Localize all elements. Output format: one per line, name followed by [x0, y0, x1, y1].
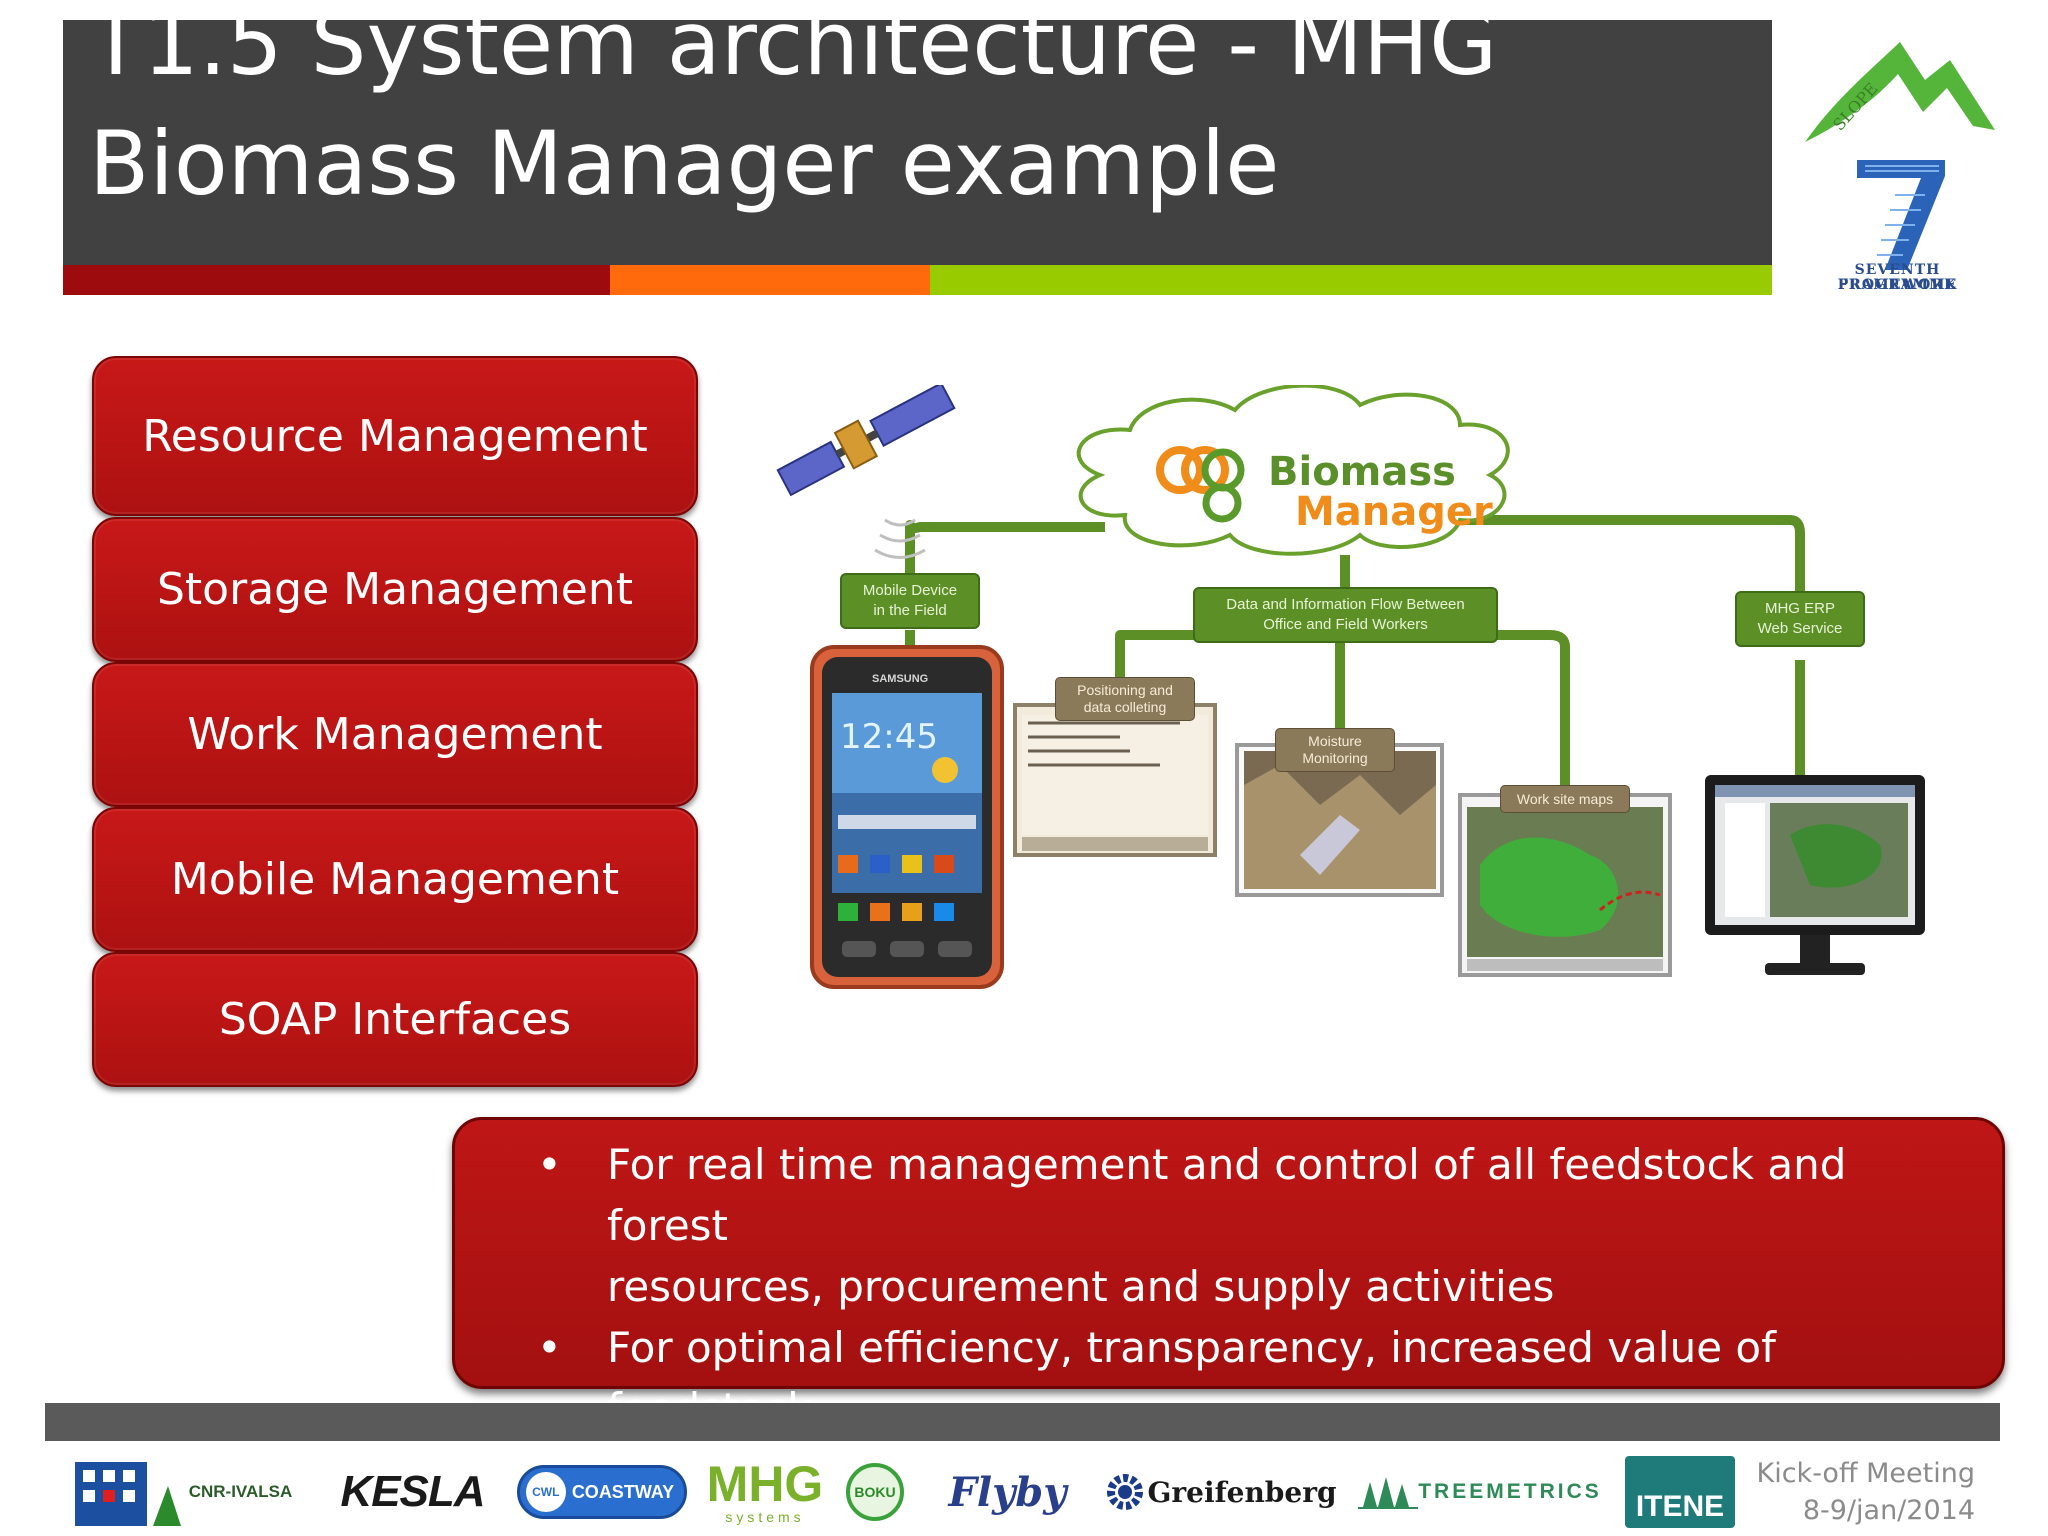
partner-name: BOKU	[846, 1463, 904, 1521]
phone-clock: 12:45	[840, 717, 938, 757]
satellite-icon	[776, 385, 956, 497]
coastway-badge-icon: CWL	[525, 1472, 566, 1512]
partner-greifenberg: Greifenberg	[1100, 1452, 1340, 1532]
label-mhg-erp: MHG ERP Web Service	[1735, 591, 1865, 647]
module-label: Resource Management	[142, 410, 648, 462]
fp7-logo	[1857, 160, 1945, 270]
footer-bar	[45, 1403, 2000, 1441]
label-work-site-maps: Work site maps	[1500, 785, 1630, 813]
slide-title-line-2: Biomass Manager example	[89, 112, 1280, 215]
benefits-list: For real time management and control of …	[515, 1134, 1962, 1500]
partner-name: ITENE	[1635, 1490, 1725, 1523]
label-positioning-line-2: data colleting	[1083, 699, 1167, 715]
title-banner: T1.5 System architecture - MHG Biomass M…	[63, 20, 1772, 265]
label-mhg-erp-line-2: Web Service	[1757, 620, 1843, 637]
benefit-line: resources, procurement and supply activi…	[607, 1262, 1555, 1311]
slide-title: T1.5 System architecture - MHG Biomass M…	[89, 20, 1769, 224]
module-work-management: Work Management	[92, 662, 698, 807]
fp7-caption-2: PROGRAMME	[1837, 277, 1958, 293]
module-storage-management: Storage Management	[92, 517, 698, 662]
label-mobile-device-line-2: in the Field	[873, 602, 947, 619]
partner-coastway: CWL COASTWAY	[512, 1452, 692, 1532]
meeting-date: 8-9/jan/2014	[1802, 1495, 1975, 1526]
partner-logos: CNR-IVALSA KESLA CWL COASTWAY MHG system…	[50, 1452, 1735, 1532]
label-mhg-erp-line-1: MHG ERP	[1764, 600, 1835, 617]
partner-name: TREEMETRICS	[1418, 1480, 1602, 1503]
partner-mhg: MHG systems	[700, 1452, 830, 1532]
label-positioning-line-1: Positioning and	[1077, 682, 1173, 698]
diagram-graphics	[776, 385, 1925, 989]
partner-cnr-ivalsa: CNR-IVALSA	[50, 1452, 315, 1532]
label-moisture: Moisture Monitoring	[1275, 728, 1395, 772]
meeting-info: Kick-off Meeting 8-9/jan/2014	[1700, 1455, 1976, 1529]
partner-name: MHG	[706, 1456, 824, 1512]
mobile-phone-image	[810, 645, 1004, 989]
benefit-line: For real time management and control of …	[607, 1140, 1847, 1250]
accent-stripe-red	[63, 265, 610, 295]
meeting-title: Kick-off Meeting	[1756, 1458, 1976, 1489]
partner-subname: systems	[725, 1509, 805, 1525]
accent-stripe-green	[930, 265, 1772, 295]
benefits-box: For real time management and control of …	[452, 1117, 2005, 1494]
partner-name: CNR-IVALSA	[188, 1482, 293, 1501]
partner-name: Flyby	[948, 1468, 1067, 1516]
module-label: SOAP Interfaces	[218, 994, 572, 1045]
label-data-flow-line-2: Office and Field Workers	[1263, 616, 1428, 633]
label-moisture-line-1: Moisture	[1308, 733, 1362, 749]
biomass-manager-logo	[1156, 446, 1245, 523]
partner-name: Greifenberg	[1147, 1475, 1337, 1509]
module-label: Work Management	[187, 709, 603, 760]
partner-itene: ITENE	[1620, 1452, 1740, 1532]
module-label: Mobile Management	[170, 854, 620, 905]
cloud-shape	[1076, 385, 1510, 556]
partner-flyby: Flyby	[920, 1452, 1095, 1532]
project-logos: SLOPE SEVENTH FRAMEWORK PROGRAMME	[1795, 30, 2000, 300]
slide-title-line-1: T1.5 System architecture - MHG	[89, 20, 1498, 95]
module-soap-interfaces: SOAP Interfaces	[92, 952, 698, 1087]
itene-badge: ITENE	[1625, 1456, 1735, 1528]
label-positioning: Positioning and data colleting	[1055, 677, 1195, 721]
benefit-item: For optimal efficiency, transparency, in…	[515, 1317, 1962, 1500]
benefit-item: For real time management and control of …	[515, 1134, 1962, 1317]
architecture-diagram: Biomass Manager Mobile Device in the Fie…	[760, 385, 1930, 995]
label-work-site-maps-text: Work site maps	[1516, 790, 1614, 807]
label-mobile-device-line-1: Mobile Device	[862, 582, 958, 599]
moisture-monitoring-image	[1235, 743, 1444, 897]
gear-icon	[1107, 1474, 1144, 1510]
accent-stripe-orange	[610, 265, 930, 295]
cnr-ivalsa-icon	[74, 1462, 181, 1526]
label-mobile-device: Mobile Device in the Field	[840, 573, 980, 629]
partner-treemetrics: TREEMETRICS	[1345, 1452, 1615, 1532]
module-resource-management: Resource Management	[92, 356, 698, 516]
module-mobile-management: Mobile Management	[92, 807, 698, 952]
label-moisture-line-2: Monitoring	[1302, 750, 1368, 766]
partner-boku: BOKU	[840, 1452, 910, 1532]
partner-kesla: KESLA	[325, 1452, 500, 1532]
work-site-map-image	[1458, 793, 1672, 977]
partner-name: KESLA	[340, 1467, 485, 1516]
fp7-caption-1: SEVENTH FRAMEWORK	[1837, 262, 1958, 293]
signal-waves	[874, 518, 926, 559]
tree-icon	[1358, 1477, 1419, 1509]
cloud-title-biomass: Biomass	[1268, 449, 1456, 495]
coastway-badge: CWL COASTWAY	[516, 1465, 688, 1519]
label-data-flow-line-1: Data and Information Flow Between	[1226, 596, 1465, 613]
cloud-title-manager: Manager	[1295, 489, 1493, 535]
positioning-screen-image	[1013, 703, 1217, 857]
phone-brand: SAMSUNG	[872, 673, 929, 685]
module-label: Storage Management	[157, 564, 633, 615]
partner-name: COASTWAY	[571, 1481, 675, 1502]
desktop-monitor-image	[1705, 775, 1925, 975]
slope-logo: SLOPE	[1805, 42, 1995, 270]
label-data-flow: Data and Information Flow Between Office…	[1193, 587, 1498, 643]
